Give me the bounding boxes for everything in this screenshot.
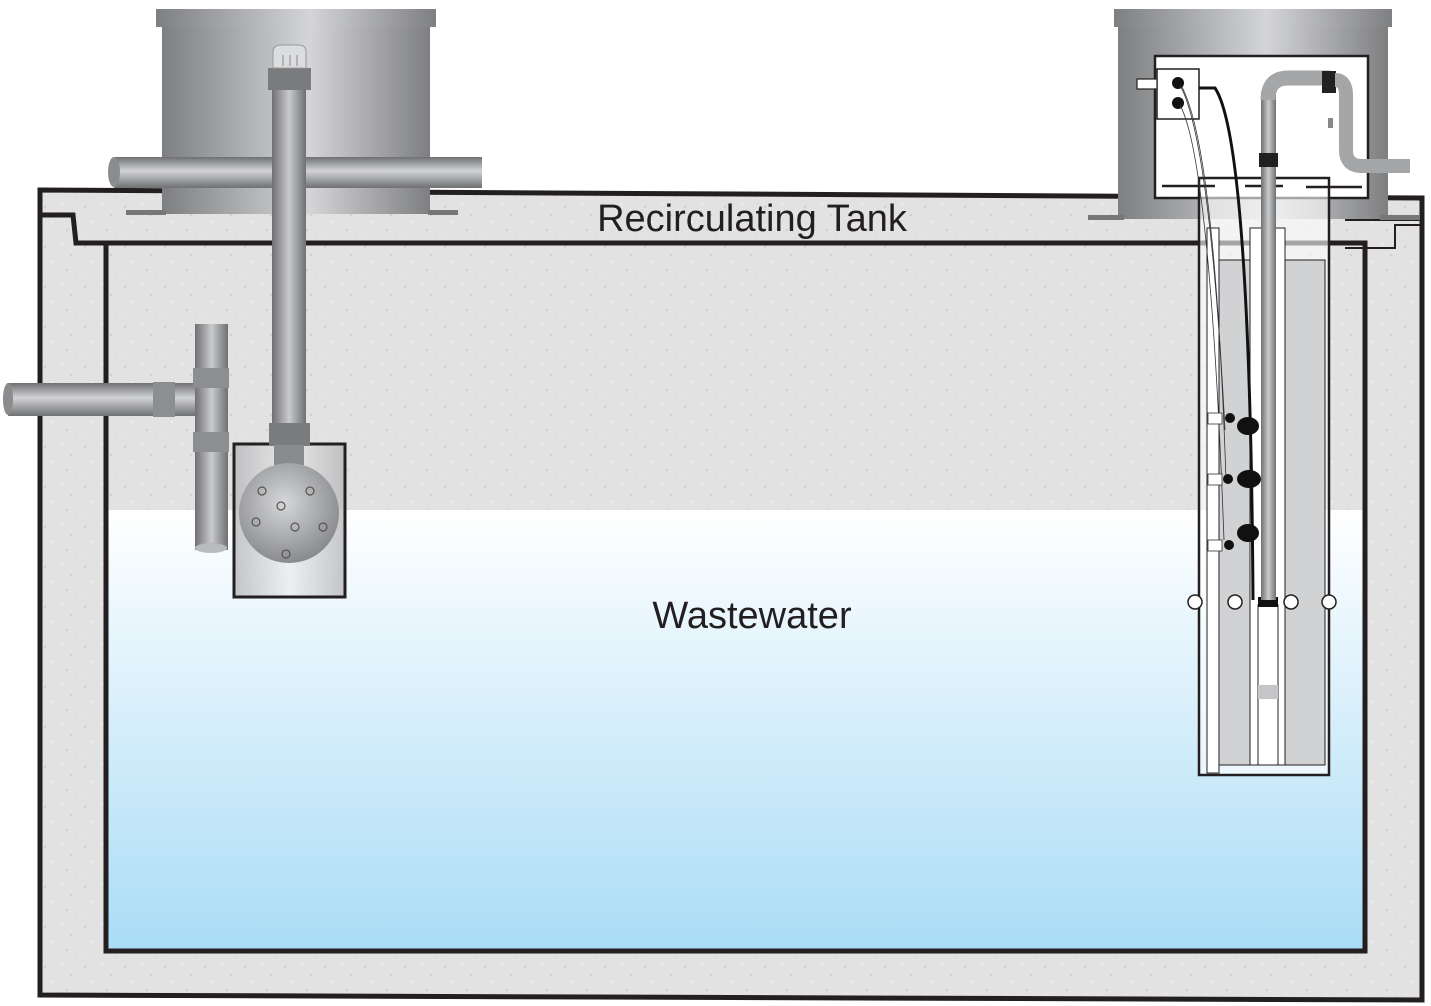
inlet-pipe — [3, 382, 198, 417]
inlet-tee — [193, 324, 229, 553]
submersible-pump — [1257, 597, 1279, 766]
float-switch-2 — [1207, 470, 1261, 488]
tank-label: Recirculating Tank — [597, 198, 908, 240]
screen-vault — [232, 423, 347, 599]
perforated-ball — [239, 463, 339, 563]
vertical-transport-pipe — [268, 44, 311, 433]
tank-inner-wall — [42, 212, 1368, 954]
float-switches — [1207, 412, 1261, 552]
wastewater-label: Wastewater — [652, 595, 852, 637]
vault-orifices — [1187, 594, 1337, 610]
float-switch-3 — [1207, 524, 1259, 552]
pump-discharge-assembly — [1259, 70, 1410, 600]
float-switch-1 — [1207, 412, 1259, 435]
perforation-holes — [251, 486, 328, 559]
